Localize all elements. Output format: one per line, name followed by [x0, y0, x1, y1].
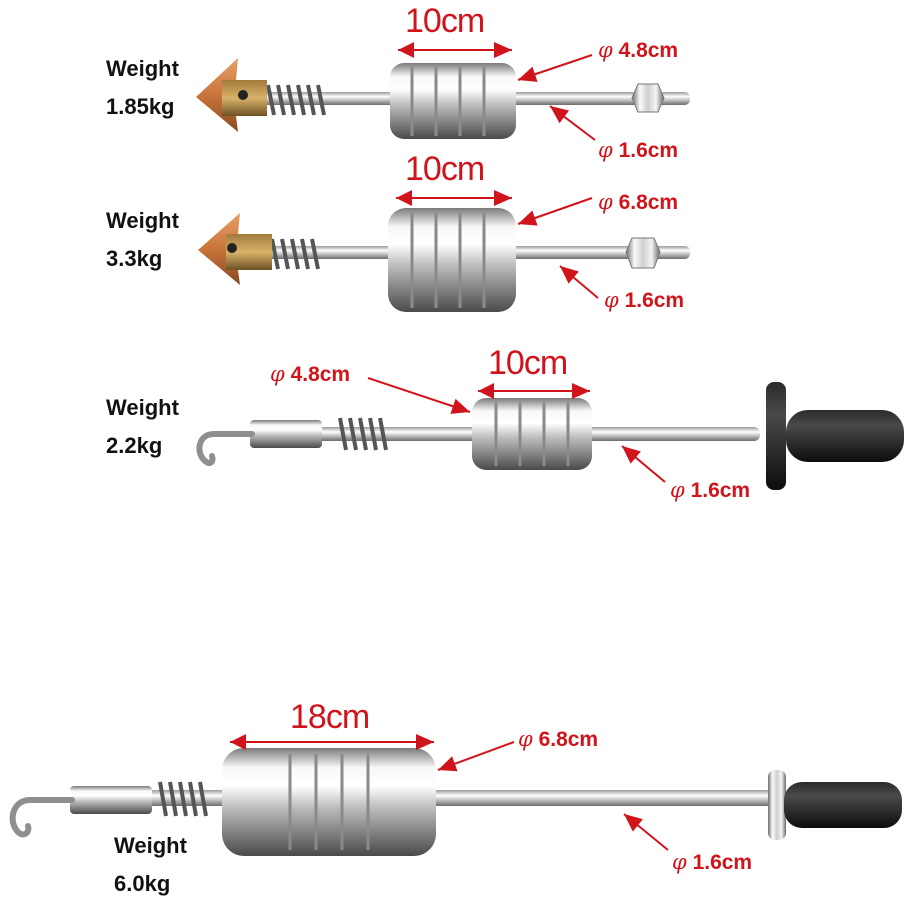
tool-3-slide-hammer-weight [472, 398, 592, 470]
tool-2-hex-nut [625, 237, 661, 269]
tool-3-shaft-diameter-arrow [621, 445, 666, 483]
tool-4-weight: Weight 6.0kg [114, 827, 187, 903]
tool-3-rubber-handle [786, 410, 904, 462]
tool-3-length: 10cm [488, 344, 568, 382]
tool-4-weight-diameter: φ 6.8cm [518, 727, 598, 752]
phi-symbol: φ [670, 478, 685, 502]
tool-4-spring [158, 781, 208, 817]
tool-2-weight-diameter: φ 6.8cm [598, 190, 678, 215]
tool-4-shaft-diameter-value: 1.6cm [692, 851, 753, 874]
phi-symbol: φ [598, 38, 613, 62]
tool-3-weight-label: Weight [106, 395, 179, 420]
tool-2-shaft-diameter-value: 1.6cm [624, 289, 685, 312]
tool-2-shaft-diameter-arrow [559, 265, 599, 299]
tool-3-weight-diameter: φ 4.8cm [270, 362, 350, 387]
tool-1-weight-label: Weight [106, 56, 179, 81]
tool-3-hand-guard [766, 382, 786, 490]
tool-2-weight-value: 3.3kg [106, 246, 163, 271]
tool-3-hook-tip [196, 431, 255, 466]
tool-4-rubber-handle [784, 782, 902, 828]
tool-3-dent-puller [196, 382, 904, 490]
tool-1-weight-diameter-value: 4.8cm [618, 39, 679, 62]
tool-2-length: 10cm [405, 150, 485, 188]
tool-1-weight: Weight 1.85kg [106, 50, 179, 126]
tool-2-arrow-tip [198, 213, 240, 285]
tool-1-hex-nut [631, 83, 665, 113]
tool-4-shaft-diameter-arrow [623, 813, 669, 851]
phi-symbol: φ [604, 288, 619, 312]
tool-3-hex-coupler [250, 420, 322, 448]
tool-3-weight-diameter-arrow [367, 377, 471, 414]
tool-1-weight-value: 1.85kg [106, 94, 175, 119]
tool-2-weight-label: Weight [106, 208, 179, 233]
dimension-arrows [230, 42, 669, 851]
tool-3-weight: Weight 2.2kg [106, 389, 179, 465]
tool-4-weight-diameter-arrow [437, 741, 515, 772]
tool-3-spring [338, 417, 388, 451]
tool-2-spring [270, 238, 320, 270]
tool-1-dent-puller [196, 58, 690, 139]
tool-1-arrow-tip [196, 58, 238, 132]
tool-4-weight-label: Weight [114, 833, 187, 858]
tool-3-weight-diameter-value: 4.8cm [290, 363, 351, 386]
tool-1-weight-diameter: φ 4.8cm [598, 38, 678, 63]
tool-1-shaft-diameter-arrow [549, 105, 596, 141]
tool-1-shaft-diameter-value: 1.6cm [618, 139, 679, 162]
tool-2-slide-hammer-weight [388, 208, 516, 312]
tool-3-shaft-diameter-value: 1.6cm [690, 479, 751, 502]
tool-1-slide-hammer-weight [390, 63, 516, 139]
tool-4-hook-tip [9, 797, 75, 838]
phi-symbol: φ [270, 362, 285, 386]
phi-symbol: φ [598, 138, 613, 162]
tool-4-dent-puller [9, 748, 902, 856]
tool-1-shaft-diameter: φ 1.6cm [598, 138, 678, 163]
tool-1-length: 10cm [405, 2, 485, 40]
tool-4-hand-guard [768, 770, 786, 840]
tool-3-shaft-diameter: φ 1.6cm [670, 478, 750, 503]
tool-4-slide-hammer-weight [222, 748, 436, 856]
tool-1-spring [266, 84, 326, 116]
tool-2-shaft-diameter: φ 1.6cm [604, 288, 684, 313]
tool-4-length: 18cm [290, 698, 370, 736]
tool-1-weight-diameter-arrow [517, 54, 593, 82]
phi-symbol: φ [518, 727, 533, 751]
tool-3-weight-value: 2.2kg [106, 433, 163, 458]
tool-4-hex-coupler [70, 786, 152, 814]
tool-4-shaft-diameter: φ 1.6cm [672, 850, 752, 875]
tool-2-weight: Weight 3.3kg [106, 202, 179, 278]
phi-symbol: φ [672, 850, 687, 874]
tool-2-dent-puller [198, 208, 690, 312]
phi-symbol: φ [598, 190, 613, 214]
tool-2-weight-diameter-arrow [517, 197, 593, 226]
tool-4-weight-diameter-value: 6.8cm [538, 728, 599, 751]
tool-4-weight-value: 6.0kg [114, 871, 171, 896]
tool-2-weight-diameter-value: 6.8cm [618, 191, 679, 214]
